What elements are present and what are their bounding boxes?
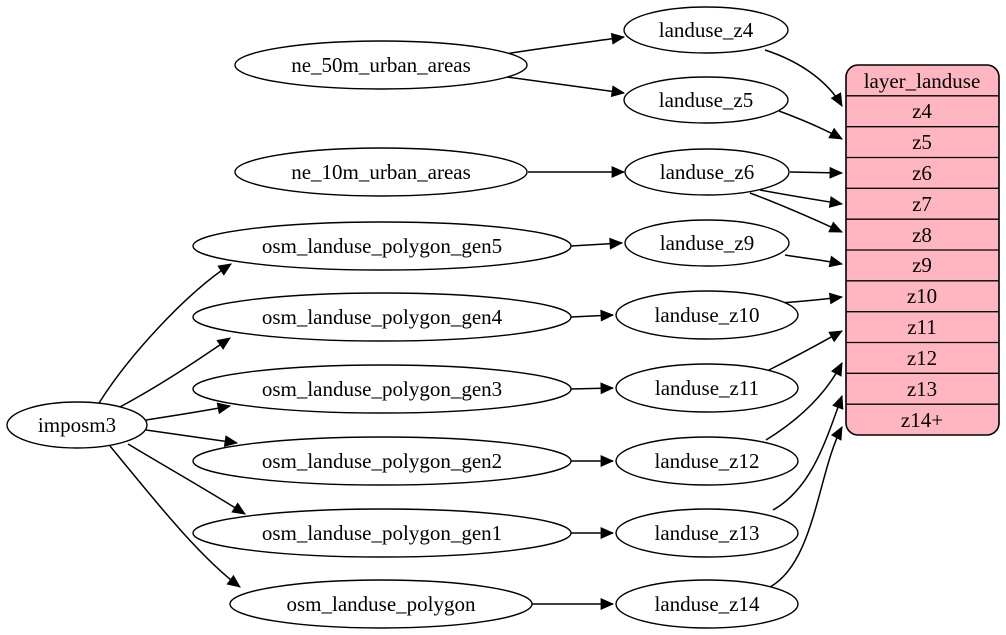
table-row-z5: z5: [912, 130, 932, 154]
edge-imposm3-gen4: [115, 337, 231, 410]
table-row-z8: z8: [912, 223, 932, 247]
edge-imposm3-gen1: [127, 443, 246, 515]
node-osm-landuse-polygon-gen2: osm_landuse_polygon_gen2: [192, 436, 572, 486]
edge-landuse_z14-row_z14: [769, 426, 843, 588]
node-landuse-z11: landuse_z11: [615, 363, 799, 413]
edge-ne50m-landuse_z4: [504, 32, 626, 55]
edge-gen3-landuse_z11: [570, 382, 615, 395]
node-ne-50m-urban-areas-label: ne_50m_urban_areas: [291, 53, 471, 77]
table-row-z11: z11: [907, 315, 937, 339]
node-landuse-z4-label: landuse_z4: [659, 18, 754, 42]
node-osm-landuse-polygon-gen2-label: osm_landuse_polygon_gen2: [262, 449, 502, 473]
table-layer-landuse: layer_landuse z4 z5 z6 z7 z8 z9 z10 z11 …: [845, 64, 1000, 436]
node-osm-landuse-polygon-gen4: osm_landuse_polygon_gen4: [192, 292, 572, 342]
edge-gen4-landuse_z10: [570, 309, 615, 322]
node-landuse-z9-label: landuse_z9: [660, 231, 754, 255]
table-row-z14plus: z14+: [901, 408, 943, 432]
node-landuse-z13: landuse_z13: [615, 508, 799, 558]
table-row-z6: z6: [912, 161, 932, 185]
edge-landuse_z4-row_z4: [764, 49, 843, 107]
node-ne-50m-urban-areas: ne_50m_urban_areas: [234, 40, 528, 90]
node-osm-landuse-polygon-gen4-label: osm_landuse_polygon_gen4: [262, 305, 503, 329]
edge-ne50m-landuse_z5: [506, 76, 626, 98]
node-osm-landuse-polygon-gen1: osm_landuse_polygon_gen1: [192, 508, 572, 558]
table-title: layer_landuse: [864, 69, 981, 93]
node-osm-landuse-polygon-label: osm_landuse_polygon: [287, 592, 476, 616]
node-landuse-z5-label: landuse_z5: [659, 88, 753, 112]
node-imposm3: imposm3: [6, 401, 148, 449]
node-landuse-z14: landuse_z14: [615, 579, 799, 629]
node-landuse-z14-label: landuse_z14: [655, 592, 760, 616]
node-osm-landuse-polygon-gen5-label: osm_landuse_polygon_gen5: [262, 234, 502, 258]
table-row-z4: z4: [912, 99, 932, 123]
node-landuse-z10: landuse_z10: [615, 290, 799, 340]
node-landuse-z6-label: landuse_z6: [660, 160, 754, 184]
node-landuse-z9: landuse_z9: [624, 219, 790, 267]
node-landuse-z11-label: landuse_z11: [655, 376, 759, 400]
node-osm-landuse-polygon-gen3-label: osm_landuse_polygon_gen3: [262, 377, 502, 401]
edge-landuse_z10-row_z10: [779, 292, 844, 305]
node-landuse-z12-label: landuse_z12: [655, 449, 760, 473]
node-imposm3-label: imposm3: [38, 413, 116, 437]
node-landuse-z12: landuse_z12: [615, 436, 799, 486]
table-row-z7: z7: [912, 192, 932, 216]
node-osm-landuse-polygon-gen3: osm_landuse_polygon_gen3: [192, 364, 572, 414]
node-osm-landuse-polygon-gen5: osm_landuse_polygon_gen5: [192, 221, 572, 271]
edge-landuse_z11-row_z11: [766, 330, 843, 372]
node-osm-landuse-polygon: osm_landuse_polygon: [229, 579, 533, 629]
edge-imposm3-gen5: [98, 263, 232, 404]
table-row-z10: z10: [907, 284, 937, 308]
edge-landuse_z9-row_z9: [784, 254, 844, 268]
edge-landuse_z6-row_z7: [759, 189, 844, 208]
node-osm-landuse-polygon-gen1-label: osm_landuse_polygon_gen1: [262, 521, 502, 545]
node-landuse-z13-label: landuse_z13: [655, 521, 760, 545]
edge-landuse_z6-row_z6: [789, 166, 844, 179]
table-row-z12: z12: [907, 346, 937, 370]
edge-landuse_z6-row_z8: [749, 192, 843, 233]
edge-landuse_z12-row_z12: [765, 362, 843, 441]
table-row-z13: z13: [907, 377, 937, 401]
edge-landuse_z13-row_z13: [772, 394, 844, 511]
edge-landuse_z5-row_z5: [778, 110, 843, 140]
node-landuse-z4: landuse_z4: [623, 6, 789, 54]
edge-gen5-landuse_z9: [570, 237, 624, 250]
edge-imposm3-gen3: [145, 402, 232, 421]
edge-imposm3-gen2: [145, 429, 239, 448]
node-ne-10m-urban-areas: ne_10m_urban_areas: [234, 147, 528, 197]
table-row-z9: z9: [912, 253, 932, 277]
node-landuse-z10-label: landuse_z10: [655, 303, 760, 327]
node-ne-10m-urban-areas-label: ne_10m_urban_areas: [291, 160, 471, 184]
node-landuse-z6: landuse_z6: [624, 148, 790, 196]
node-landuse-z5: landuse_z5: [623, 76, 789, 124]
edge-imposm3-osm_landuse_polygon: [109, 445, 241, 588]
